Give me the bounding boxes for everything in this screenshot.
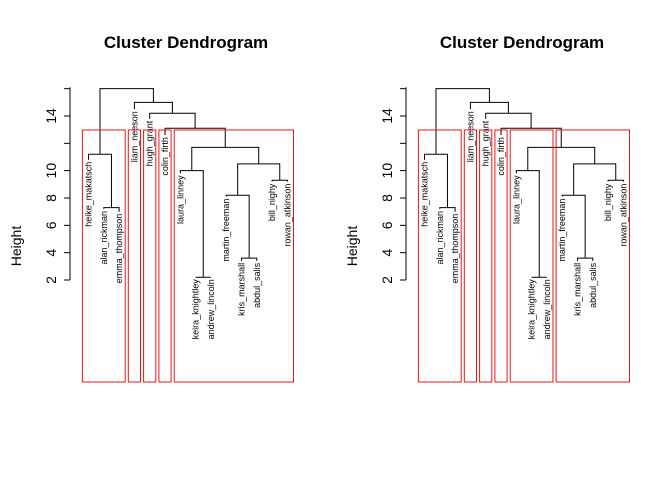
dendrogram-merge: [573, 163, 617, 196]
leaf-label: bill_nighy: [603, 183, 613, 221]
dendrogram-merge: [435, 88, 490, 155]
leaf-label: abdul_salis: [252, 262, 262, 308]
y-tick-label: 8: [43, 194, 59, 202]
dendrogram-merge: [271, 179, 288, 182]
y-tick-label: 10: [379, 163, 395, 179]
leaf-label: hugh_grant: [481, 120, 491, 166]
dendrogram-merge: [577, 257, 594, 261]
cluster-rectangle: [463, 129, 477, 383]
leaf-label: colin_firth: [496, 137, 506, 176]
cluster-rectangle: [143, 129, 157, 383]
leaf-label: emma_thompson: [114, 214, 124, 284]
leaf-label: abdul_salis: [588, 262, 598, 308]
leaf-label: martin_freeman: [221, 199, 231, 262]
cluster-rectangle: [509, 129, 554, 383]
chart-title: Cluster Dendrogram: [440, 33, 604, 52]
cluster-rectangle: [494, 129, 508, 383]
y-tick-label: 6: [43, 221, 59, 229]
cluster-rectangle: [81, 129, 126, 383]
leaf-label: andrew_lincoln: [542, 279, 552, 339]
cluster-rectangle: [173, 129, 294, 383]
dendrogram-merge: [561, 194, 586, 259]
y-tick-label: 2: [43, 276, 59, 284]
y-tick-label: 2: [379, 276, 395, 284]
dendrogram-merge: [191, 146, 260, 171]
leaf-label: bill_nighy: [267, 183, 277, 221]
y-tick-label: 14: [43, 108, 59, 124]
y-tick-label: 4: [43, 249, 59, 257]
y-axis-label: Height: [344, 226, 360, 267]
y-tick-label: 14: [379, 108, 395, 124]
leaf-label: kris_marshall: [573, 263, 583, 316]
dendrogram-merge: [99, 88, 154, 155]
dendrogram-merge: [469, 101, 509, 114]
dendrogram-merge: [149, 112, 196, 129]
cluster-rectangle: [417, 129, 462, 383]
leaf-label: rowan_atkinson: [618, 184, 628, 247]
dendrogram-merge: [88, 153, 112, 208]
leaf-label: keira_knightley: [527, 279, 537, 340]
leaf-label: liam_neeson: [465, 111, 475, 162]
cluster-rectangle: [555, 129, 630, 383]
y-tick-label: 6: [379, 221, 395, 229]
leaf-label: liam_neeson: [129, 111, 139, 162]
leaf-label: alan_rickman: [99, 211, 109, 265]
leaf-label: colin_firth: [160, 137, 170, 176]
y-tick-label: 10: [43, 163, 59, 179]
y-tick-label: 4: [379, 249, 395, 257]
cluster-rectangle: [127, 129, 142, 383]
leaf-label: laura_linney: [175, 175, 185, 224]
leaf-label: emma_thompson: [450, 214, 460, 284]
dendrogram-merge: [485, 112, 532, 129]
cluster-rectangle: [158, 129, 172, 383]
leaf-label: laura_linney: [511, 175, 521, 224]
leaf-label: andrew_lincoln: [206, 279, 216, 339]
dendrogram-merge: [241, 257, 258, 261]
dendrogram-merge: [439, 207, 456, 212]
dendrogram-merge: [225, 194, 250, 259]
leaf-label: alan_rickman: [435, 211, 445, 265]
y-axis-label: Height: [8, 226, 24, 267]
leaf-label: rowan_atkinson: [282, 184, 292, 247]
leaf-label: heike_makatsch: [420, 162, 430, 227]
dendrogram-merge: [424, 153, 448, 208]
chart-title: Cluster Dendrogram: [104, 33, 268, 52]
dendrogram-merge: [527, 146, 596, 171]
leaf-label: kris_marshall: [237, 263, 247, 316]
leaf-label: martin_freeman: [557, 199, 567, 262]
leaf-label: heike_makatsch: [84, 162, 94, 227]
leaf-label: hugh_grant: [145, 120, 155, 166]
dendrogram-merge: [607, 179, 624, 182]
y-tick-label: 8: [379, 194, 395, 202]
cluster-rectangle: [479, 129, 493, 383]
leaf-label: keira_knightley: [191, 279, 201, 340]
dendrogram-merge: [133, 101, 173, 114]
dendrogram-merge: [103, 207, 120, 212]
dendrogram-merge: [237, 163, 281, 196]
